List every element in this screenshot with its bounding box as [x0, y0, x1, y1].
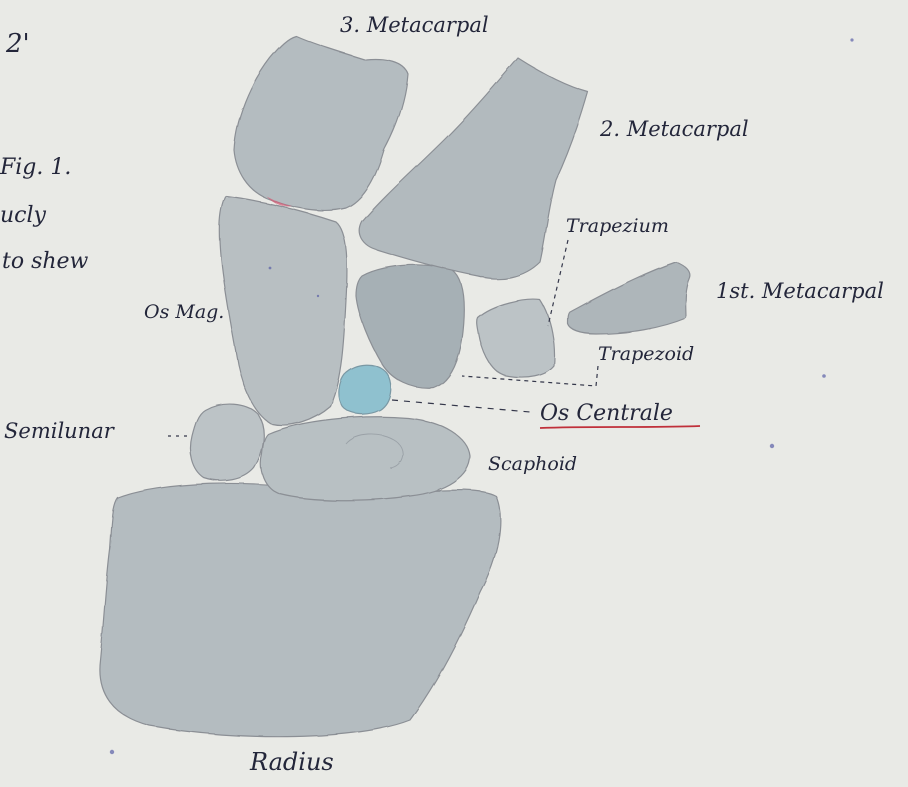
- label-os-magnum: Os Mag.: [144, 301, 224, 323]
- margin-fragment-2: to shew: [2, 249, 89, 274]
- semilunar-bone: [191, 404, 264, 481]
- margin-fragment-1: ucly: [0, 203, 47, 228]
- label-metacarpal-2: 2. Metacarpal: [599, 117, 749, 141]
- label-metacarpal-3: 3. Metacarpal: [340, 13, 489, 37]
- figure-label: Fig. 1.: [0, 155, 71, 180]
- label-trapezoid: Trapezoid: [598, 343, 694, 365]
- label-semilunar: Semilunar: [4, 419, 116, 443]
- label-radius: Radius: [249, 748, 334, 776]
- label-metacarpal-1: 1st. Metacarpal: [716, 279, 884, 303]
- os-centrale-bone: [338, 365, 390, 414]
- label-scaphoid: Scaphoid: [488, 453, 577, 475]
- label-os-centrale: Os Centrale: [540, 401, 673, 426]
- page-number: 2': [5, 29, 30, 59]
- scaphoid-bone: [261, 417, 470, 500]
- label-trapezium: Trapezium: [566, 215, 669, 237]
